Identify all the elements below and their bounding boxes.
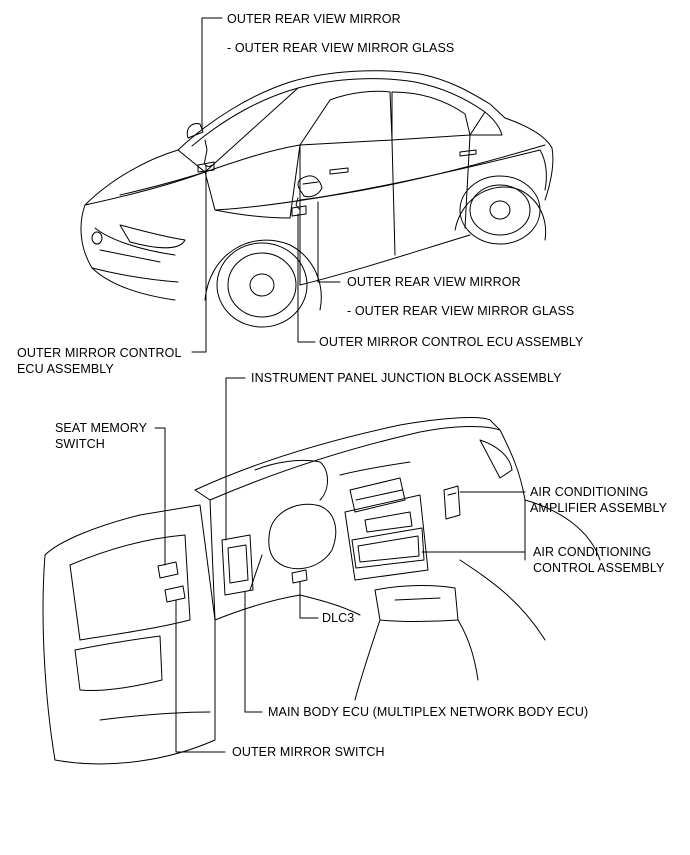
label-air-conditioning-amplifier-assembly: AIR CONDITIONING AMPLIFIER ASSEMBLY — [530, 484, 667, 516]
label-ac-ctrl-line2: CONTROL ASSEMBLY — [533, 561, 665, 575]
label-left-ecu-line1: OUTER MIRROR CONTROL — [17, 346, 182, 360]
interior-illustration — [42, 417, 601, 765]
label-instrument-panel-junction-block: INSTRUMENT PANEL JUNCTION BLOCK ASSEMBLY — [251, 371, 562, 385]
label-dlc3: DLC3 — [322, 611, 355, 625]
label-outer-mirror-control-ecu-assembly-right: OUTER MIRROR CONTROL ECU ASSEMBLY — [319, 335, 584, 349]
label-top-outer-rear-view-mirror-glass: - OUTER REAR VIEW MIRROR GLASS — [227, 41, 455, 55]
label-outer-mirror-switch: OUTER MIRROR SWITCH — [232, 745, 385, 759]
label-ac-amp-line2: AMPLIFIER ASSEMBLY — [530, 501, 668, 515]
label-outer-mirror-control-ecu-assembly-left: OUTER MIRROR CONTROL ECU ASSEMBLY — [17, 345, 182, 377]
label-main-body-ecu: MAIN BODY ECU (MULTIPLEX NETWORK BODY EC… — [268, 705, 589, 719]
label-left-ecu-line2: ECU ASSEMBLY — [17, 362, 114, 376]
label-seat-memory-line2: SWITCH — [55, 437, 105, 451]
label-right-outer-rear-view-mirror-glass: - OUTER REAR VIEW MIRROR GLASS — [347, 304, 575, 318]
label-seat-memory-switch: SEAT MEMORY SWITCH — [55, 420, 147, 452]
label-right-outer-rear-view-mirror: OUTER REAR VIEW MIRROR — [347, 275, 521, 289]
label-seat-memory-line1: SEAT MEMORY — [55, 421, 148, 435]
car-illustration — [80, 70, 554, 328]
label-ac-ctrl-line1: AIR CONDITIONING — [533, 545, 652, 559]
label-ac-amp-line1: AIR CONDITIONING — [530, 485, 649, 499]
label-top-outer-rear-view-mirror: OUTER REAR VIEW MIRROR — [227, 12, 401, 26]
leader-lines — [154, 17, 526, 753]
label-air-conditioning-control-assembly: AIR CONDITIONING CONTROL ASSEMBLY — [533, 544, 665, 576]
